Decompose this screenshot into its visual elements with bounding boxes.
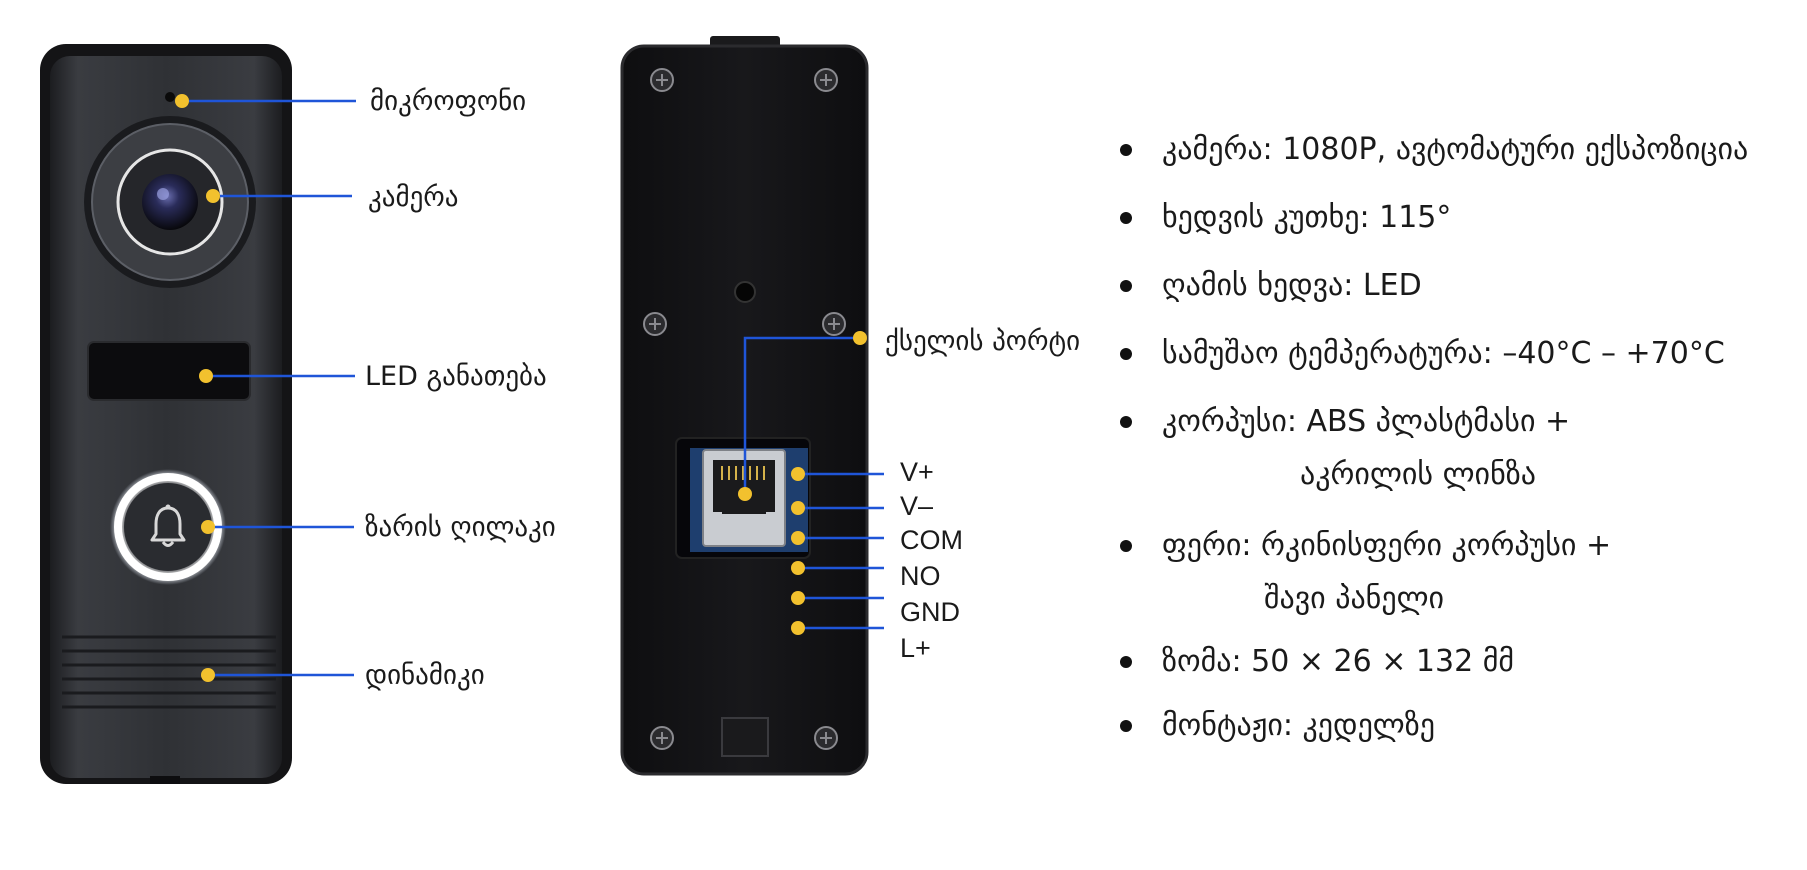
bullet-icon [1120,280,1132,292]
camera-label: კამერა [368,182,459,213]
mount-hole [734,281,756,303]
spec-text: მონტაჟი: კედელზე [1162,708,1435,743]
bullet-icon [1120,416,1132,428]
led-window [87,341,251,401]
spec-text: ფერი: რკინისფერი კორპუსი + [1162,528,1612,563]
speaker-grille [62,635,276,709]
bullet-icon [1120,720,1132,732]
microphone-label: მიკროფონი [370,86,527,117]
camera-assembly [84,116,256,288]
spec-item: კორპუსი: ABS პლასტმასი + აკრილის ლინზა [1120,404,1570,492]
wire-label-com: COM [900,525,963,555]
led-label: LED განათება [365,361,547,392]
spec-item: ფერი: რკინისფერი კორპუსი + შავი პანელი [1120,528,1611,616]
bullet-icon [1120,348,1132,360]
callout-dots [175,94,867,682]
wire-label-l-plus: L+ [900,633,931,663]
spec-item: სამუშაო ტემპერატურა: –40°C – +70°C [1120,336,1725,371]
bell-icon [148,504,188,550]
microphone-hole [165,92,175,102]
bullet-icon [1120,656,1132,668]
speaker-label: დინამიკი [365,660,485,691]
bullet-icon [1120,144,1132,156]
spec-item: ხედვის კუთხე: 115° [1120,200,1451,235]
spec-text-continued: აკრილის ლინზა [1300,457,1537,492]
spec-item: ზომა: 50 × 26 × 132 მმ [1120,644,1514,679]
bell-button-assembly [110,469,226,585]
spec-text: კორპუსი: ABS პლასტმასი + [1162,404,1571,439]
front-panel [40,44,292,784]
callout-lines [182,99,884,677]
wire-label-v-plus: V+ [900,457,934,487]
bottom-slot [721,717,769,757]
wire-label-v-minus: V– [900,491,934,521]
bullet-icon [1120,212,1132,224]
wire-label-no: NO [900,561,941,591]
spec-text-continued: შავი პანელი [1264,581,1445,616]
spec-text: სამუშაო ტემპერატურა: –40°C – +70°C [1162,336,1725,371]
spec-text: ღამის ხედვა: LED [1162,268,1422,303]
spec-text: ზომა: 50 × 26 × 132 მმ [1162,644,1515,679]
wire-label-gnd: GND [900,597,960,627]
bell-button-label: ზარის ღილაკი [365,512,556,543]
spec-item: ღამის ხედვა: LED [1120,268,1422,303]
spec-text: ხედვის კუთხე: 115° [1162,200,1452,235]
spec-item: მონტაჟი: კედელზე [1120,708,1435,743]
network-port-label: ქსელის პორტი [885,326,1081,357]
spec-item: კამერა: 1080P, ავტომატური ექსპოზიცია [1120,132,1748,167]
bullet-icon [1120,540,1132,552]
spec-text: კამერა: 1080P, ავტომატური ექსპოზიცია [1162,132,1749,167]
